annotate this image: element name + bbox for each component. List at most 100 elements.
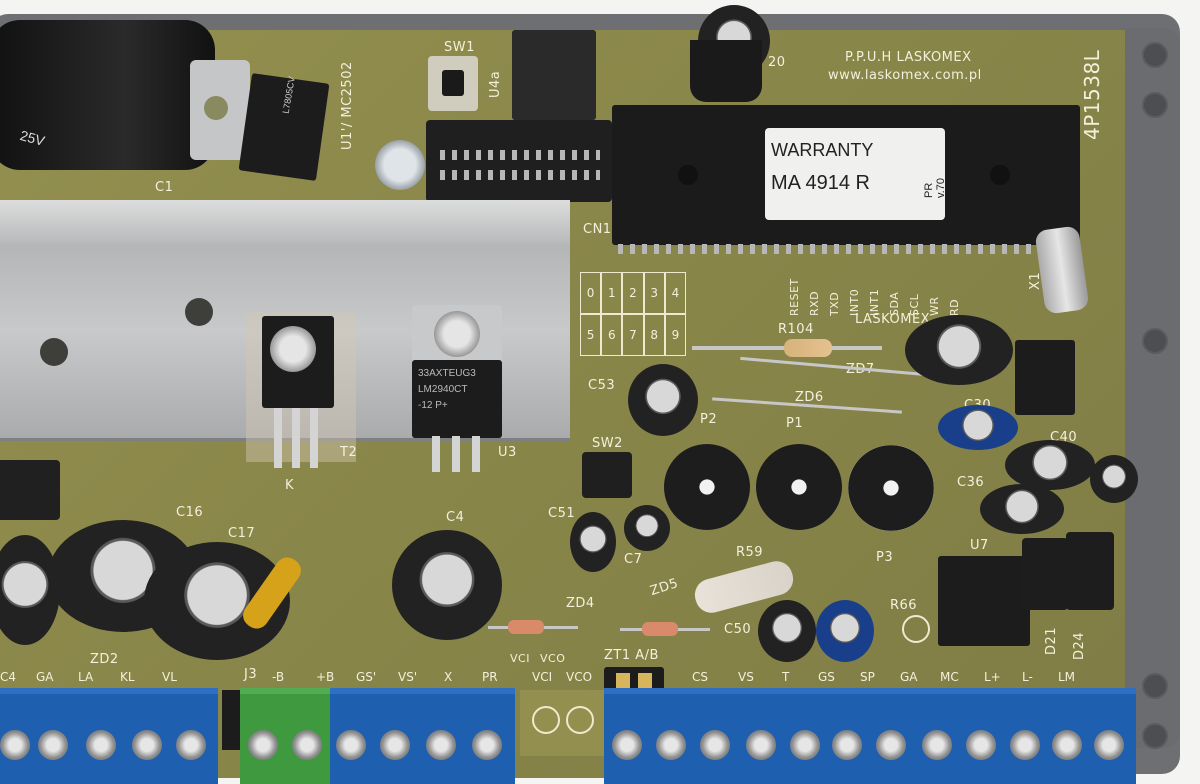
- terminal-label: +B: [316, 670, 335, 684]
- c50-label: C50: [724, 622, 752, 637]
- terminal-block-left[interactable]: [0, 688, 218, 784]
- zd2-label: ZD2: [90, 652, 119, 667]
- diode-small: [508, 620, 544, 634]
- website-label: www.laskomex.com.pl: [828, 68, 982, 83]
- capacitor-c4-main: [392, 530, 502, 640]
- potentiometer-p1[interactable]: [756, 444, 842, 530]
- grid-digit: 3: [643, 272, 665, 314]
- u3-marking: -12 P+: [418, 400, 448, 411]
- potentiometer-p3[interactable]: [848, 445, 934, 531]
- vco-label: VCO: [540, 652, 566, 665]
- grid-digit: 2: [622, 272, 644, 314]
- r104-label: R104: [778, 322, 814, 337]
- c17-label: C17: [228, 526, 256, 541]
- terminal-label: VCI: [532, 670, 553, 684]
- c36-label: C36: [957, 475, 985, 490]
- terminal-label: VCO: [566, 670, 593, 684]
- terminal-label: GA: [36, 670, 54, 684]
- mount-hole: [1142, 92, 1168, 118]
- mount-hole: [1142, 723, 1168, 749]
- r59-label: R59: [736, 545, 764, 560]
- capacitor-c7: [624, 505, 670, 551]
- heatsink-hole: [185, 298, 213, 326]
- p1-label: P1: [786, 416, 804, 431]
- pin-label: RD: [948, 298, 961, 316]
- test-point: [902, 615, 930, 643]
- terminal-label: GS: [818, 670, 835, 684]
- zt1-label: ZT1 A/B: [604, 648, 659, 663]
- terminal-label: VS: [738, 670, 754, 684]
- terminal-label: GS': [356, 670, 377, 684]
- eeprom-chip: [512, 30, 596, 120]
- capacitor-blue: [816, 600, 874, 662]
- terminal-label: -B: [272, 670, 285, 684]
- terminal-label: VL: [162, 670, 177, 684]
- heatsink-edge: [0, 200, 570, 242]
- switch-sw2[interactable]: [582, 452, 632, 498]
- resistor-r104: [784, 339, 832, 357]
- transistor-t2: [262, 316, 334, 408]
- t2-label: T2: [340, 445, 358, 460]
- terminal-label: T: [782, 670, 790, 684]
- mcu-pins: [618, 244, 1076, 254]
- mcu-pin-labels: RESET RXD TXD INT0 INT1 SDA SCL WR RD: [788, 258, 973, 318]
- c7-label: C7: [624, 552, 643, 567]
- u4a-label: U4a: [488, 70, 503, 98]
- pin-header-cn1: [426, 120, 612, 202]
- j3-label: J3: [244, 667, 258, 682]
- serial-text: MA 4914 R: [771, 172, 870, 194]
- sw1-label: SW1: [444, 40, 475, 55]
- dip-ic-right: [1015, 340, 1075, 415]
- mount-hole: [1142, 42, 1168, 68]
- capacitor-c51: [570, 512, 616, 572]
- terminal-block-power[interactable]: [240, 688, 330, 784]
- warranty-sticker: WARRANTY MA 4914 R PR v.70: [765, 128, 947, 220]
- c16-label: C16: [176, 505, 204, 520]
- potentiometer-p2[interactable]: [664, 444, 750, 530]
- grid-digit: 1: [601, 272, 623, 314]
- dip-ic-u7: [938, 556, 1030, 646]
- transistor-legs: [274, 408, 324, 468]
- terminal-label: C4: [0, 670, 17, 684]
- terminal-label: KL: [120, 670, 135, 684]
- u3-tab: [412, 305, 502, 365]
- mount-hole: [1142, 328, 1168, 354]
- switch-sw1[interactable]: [428, 56, 478, 111]
- vci-label: VCI: [510, 652, 530, 665]
- u3-marking: LM2940CT: [418, 384, 468, 395]
- terminal-label: LA: [78, 670, 94, 684]
- diode-small: [642, 622, 678, 636]
- capacitor-c53: [628, 364, 698, 436]
- u7-label: U7: [970, 538, 989, 553]
- terminal-block-mid[interactable]: [330, 688, 515, 784]
- electrolytic-capacitor-large: [0, 20, 215, 170]
- diode-d24: [1066, 532, 1114, 610]
- capacitor-body: [690, 40, 762, 102]
- pin-label: RESET: [788, 278, 801, 316]
- warranty-text: WARRANTY: [771, 140, 874, 160]
- u3-label: U3: [498, 445, 517, 460]
- terminal-label: SP: [860, 670, 875, 684]
- mount-hole: [1142, 673, 1168, 699]
- diode-d21-body: [1022, 538, 1068, 610]
- c1-label: C1: [155, 180, 174, 195]
- maker-label: P.P.U.H LASKOMEX: [845, 50, 972, 65]
- capacitor-c30: [938, 405, 1018, 450]
- vc-pads: [520, 690, 604, 756]
- p3-label: P3: [876, 550, 894, 565]
- terminal-label: GA: [900, 670, 918, 684]
- capacitor-c36: [980, 484, 1064, 534]
- digit-grid: 0 1 2 3 4 5 6 7 8 9: [580, 272, 686, 356]
- grid-digit: 9: [664, 314, 686, 356]
- terminal-block-right[interactable]: [604, 688, 1136, 784]
- x1-label: X1: [1028, 271, 1043, 290]
- c51-label: C51: [548, 506, 576, 521]
- terminal-label: LM: [1058, 670, 1076, 684]
- d21-label: D21: [1044, 626, 1059, 655]
- c20-label: 20: [768, 55, 786, 70]
- u3-marking: 33AXTEUG3: [418, 368, 476, 379]
- model-label: 4P1538L: [1080, 49, 1104, 140]
- c4-label: C4: [446, 510, 465, 525]
- pin-label: TXD: [828, 291, 841, 316]
- terminal-label: CS: [692, 670, 708, 684]
